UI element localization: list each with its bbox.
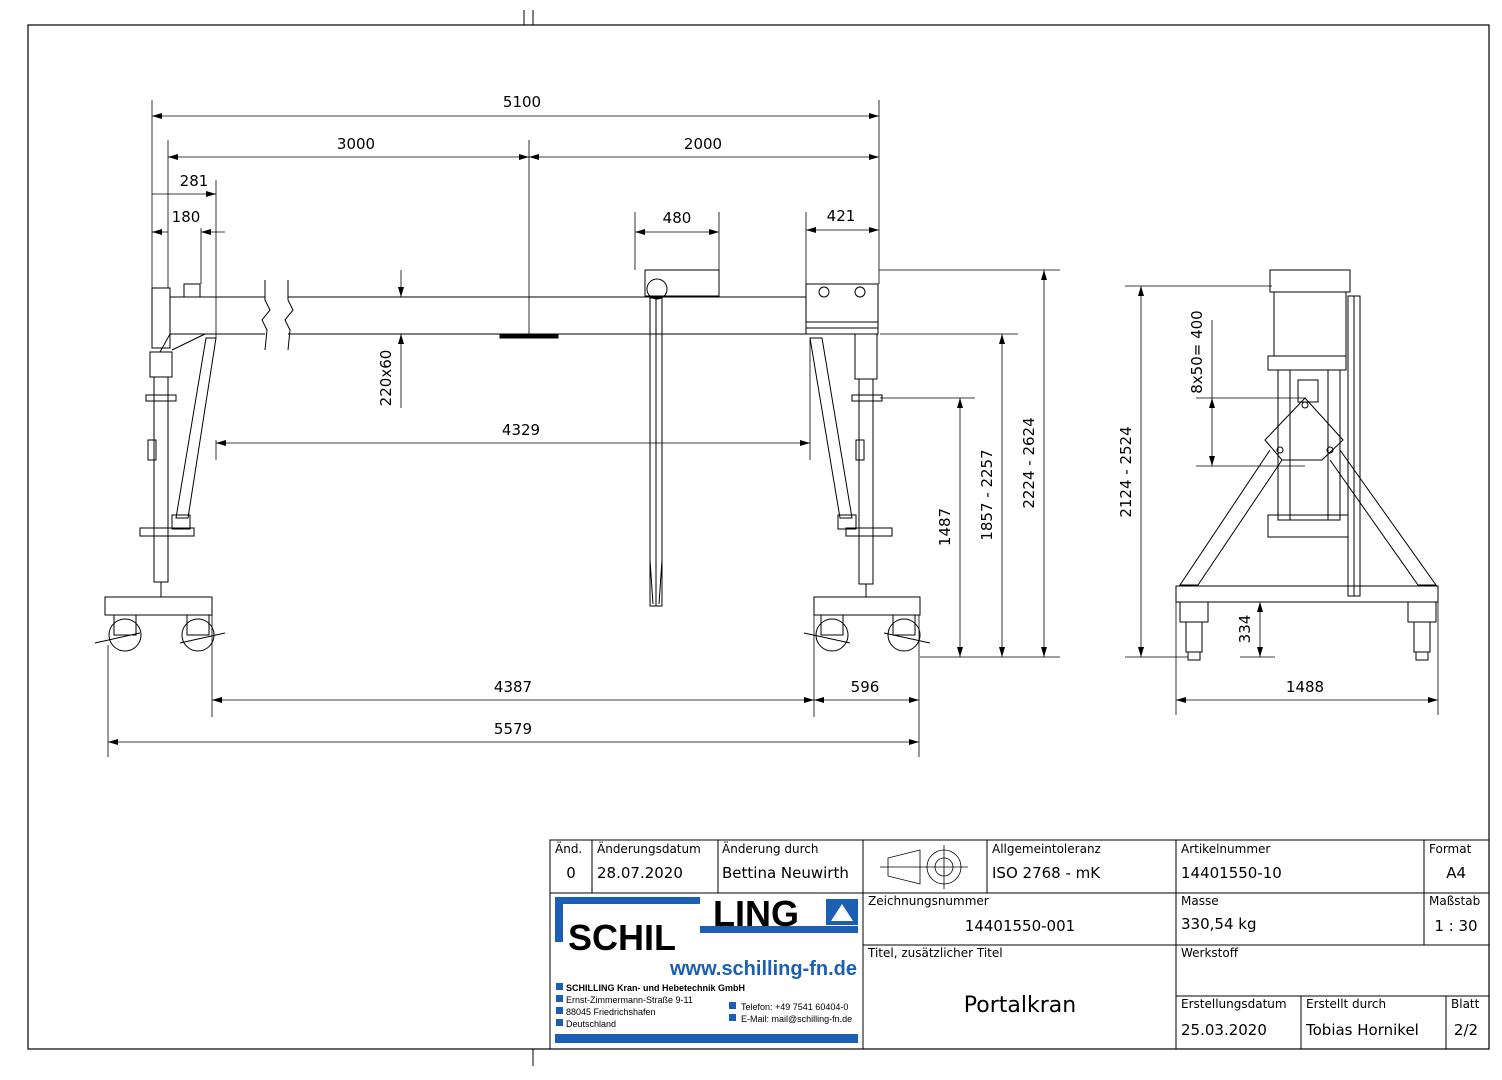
created-by-value: Tobias Hornikel	[1305, 1021, 1419, 1039]
title-block: Änd. 0 Änderungsdatum 28.07.2020 Änderun…	[549, 839, 1490, 1050]
created-by-header: Erstellt durch	[1306, 997, 1386, 1011]
logo-text-right: LING	[713, 893, 799, 934]
change-date-header: Änderungsdatum	[597, 841, 701, 856]
rev-value: 0	[566, 864, 576, 882]
company-street: Ernst-Zimmermann-Straße 9-11	[566, 995, 693, 1005]
change-date-value: 28.07.2020	[597, 864, 683, 882]
company-city: 88045 Friedrichshafen	[566, 1007, 656, 1017]
article-header: Artikelnummer	[1181, 842, 1270, 856]
material-header: Werkstoff	[1181, 946, 1239, 960]
dim-offset-180: 180	[172, 208, 201, 226]
mass-value: 330,54 kg	[1181, 915, 1256, 933]
title-header: Titel, zusätzlicher Titel	[867, 946, 1003, 960]
company-email: E-Mail: mail@schilling-fn.de	[741, 1014, 852, 1024]
dim-base-4387: 4387	[494, 678, 532, 696]
tolerance-value: ISO 2768 - mK	[992, 864, 1101, 882]
sheet-header: Blatt	[1451, 997, 1480, 1011]
projection-symbol-icon	[880, 845, 968, 889]
dim-wheel-height: 334	[1236, 615, 1254, 644]
scale-value: 1 : 30	[1434, 917, 1477, 935]
company-name: SCHILLING Kran- und Hebetechnik GmbH	[566, 983, 745, 993]
company-logo: SCHIL LING www.schilling-fn.de SCHILLING…	[555, 893, 858, 1043]
mass-header: Masse	[1181, 894, 1219, 908]
front-dimension-labels: 5100 3000 2000 281 180 480 421 220x60 43…	[172, 93, 1038, 738]
sheet-value: 2/2	[1454, 1021, 1478, 1039]
dim-height-range-1: 1857 - 2257	[978, 449, 996, 540]
dim-height-1487: 1487	[936, 508, 954, 546]
format-value: A4	[1446, 864, 1466, 882]
side-dimension-lines	[1125, 285, 1439, 715]
drawing-title: Portalkran	[964, 993, 1076, 1018]
drawing-no-header: Zeichnungsnummer	[868, 894, 989, 908]
dim-base-total: 5579	[494, 720, 532, 738]
dim-span-total: 5100	[503, 93, 541, 111]
company-phone: Telefon: +49 7541 60404-0	[741, 1002, 848, 1012]
rev-header: Änd.	[555, 841, 582, 856]
dim-trolley-480: 480	[663, 209, 692, 227]
dim-span-right: 2000	[684, 135, 722, 153]
dim-hole-pattern: 8x50= 400	[1188, 310, 1206, 393]
dim-side-height-range: 2124 - 2524	[1117, 426, 1135, 517]
format-header: Format	[1429, 842, 1472, 856]
drawing-no-value: 14401550-001	[965, 917, 1075, 935]
front-view	[94, 269, 931, 652]
dim-height-range-2: 2224 - 2624	[1020, 417, 1038, 508]
created-date-value: 25.03.2020	[1181, 1021, 1267, 1039]
front-dimension-lines	[107, 100, 1060, 757]
dim-beam-profile: 220x60	[377, 350, 395, 407]
dim-inner-width: 4329	[502, 421, 540, 439]
scale-header: Maßstab	[1429, 894, 1480, 908]
dim-offset-281: 281	[180, 172, 209, 190]
article-value: 14401550-10	[1181, 864, 1282, 882]
created-date-header: Erstellungsdatum	[1181, 997, 1287, 1011]
company-country: Deutschland	[566, 1019, 616, 1029]
dim-offset-421: 421	[827, 207, 856, 225]
change-by-value: Bettina Neuwirth	[722, 864, 849, 882]
tolerance-header: Allgemeintoleranz	[992, 842, 1101, 856]
change-by-header: Änderung durch	[722, 841, 819, 856]
side-view	[1175, 269, 1439, 661]
dim-base-596: 596	[851, 678, 880, 696]
dim-span-left: 3000	[337, 135, 375, 153]
dim-base-width: 1488	[1286, 678, 1324, 696]
side-dimension-labels: 2124 - 2524 8x50= 400 334 1488	[1117, 310, 1324, 696]
logo-text-left: SCHIL	[568, 917, 676, 958]
company-website: www.schilling-fn.de	[669, 958, 857, 980]
